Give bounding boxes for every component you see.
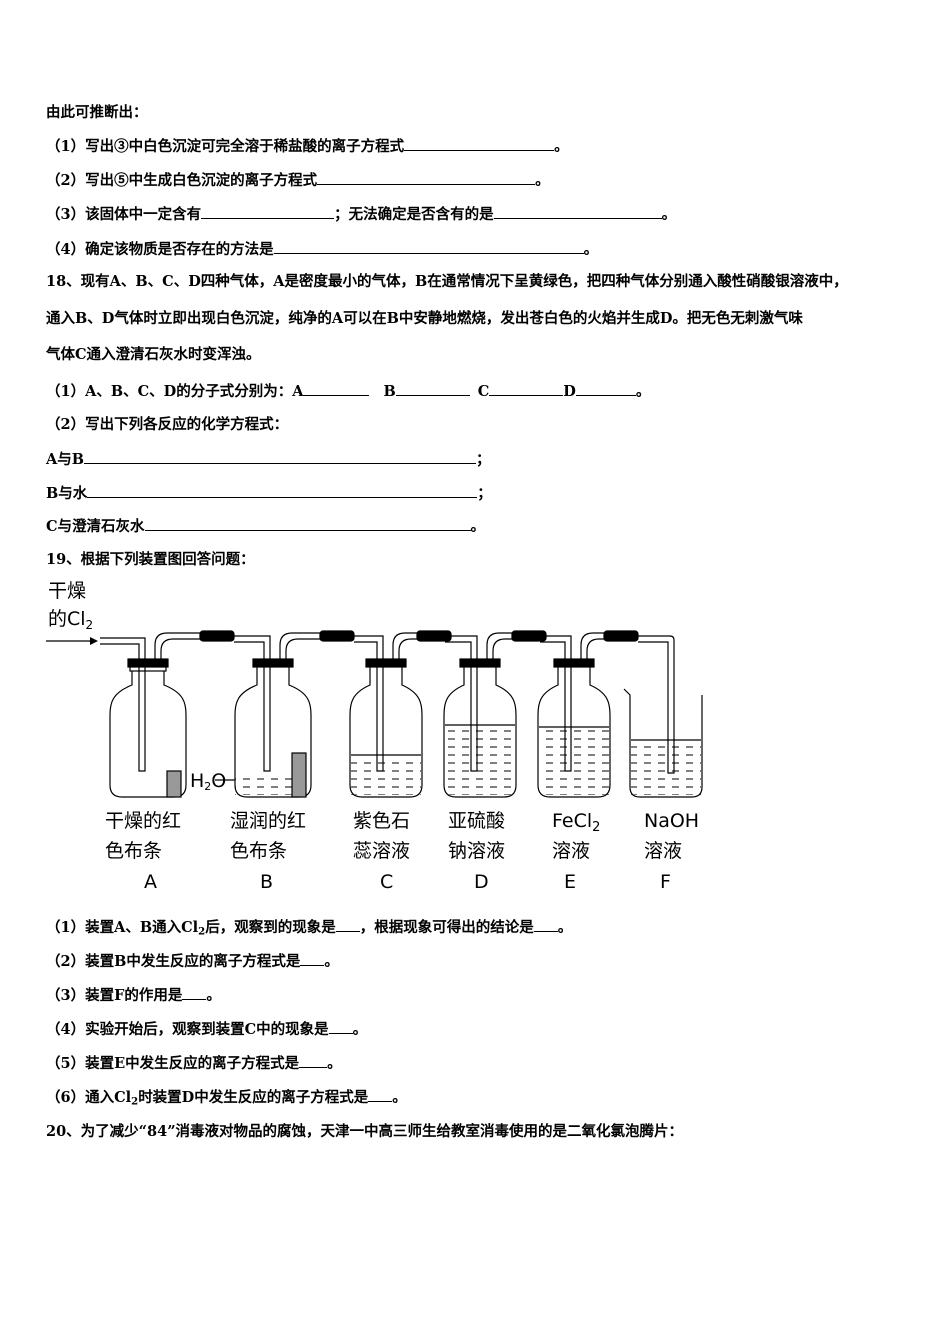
answer-blank-c[interactable] — [489, 381, 564, 396]
intro-text: 由此可推断出： — [46, 104, 148, 121]
h2o-label: H2O — [190, 770, 226, 793]
q18-line2: 通入B、D气体时立即出现白色沉淀，纯净的A可以在B中安静地燃烧，发出苍白色的火焰… — [46, 310, 803, 327]
answer-blank[interactable] — [317, 170, 536, 185]
q18-line3: 气体C通入澄清石灰水时变浑浊。 — [46, 346, 261, 363]
answer-blank-d[interactable] — [575, 381, 636, 396]
answer-blank[interactable] — [404, 136, 555, 151]
q17-2: （2）写出⑤中生成白色沉淀的离子方程式。 — [46, 170, 550, 189]
q19-title: 19、根据下列装置图回答问题： — [46, 551, 255, 568]
beaker-f — [623, 635, 703, 798]
caption-b-2: 色布条 — [230, 840, 287, 862]
answer-blank[interactable] — [201, 204, 335, 219]
answer-blank[interactable] — [273, 239, 584, 254]
q19-6: （6）通入Cl2时装置D中发生反应的离子方程式是。 — [46, 1087, 407, 1108]
answer-blank[interactable] — [182, 985, 207, 1000]
q19-1: （1）装置A、B通入Cl2后，观察到的现象是，根据现象可得出的结论是。 — [46, 917, 573, 938]
captions: 干燥的红 色布条 A 湿润的红 色布条 B 紫色石 蕊溶液 C 亚硫酸 钠溶液 … — [105, 810, 699, 893]
answer-blank[interactable] — [533, 917, 558, 932]
answer-blank-a[interactable] — [303, 381, 370, 396]
caption-e-id: E — [564, 871, 576, 893]
answer-blank[interactable] — [84, 449, 477, 464]
answer-blank[interactable] — [493, 204, 662, 219]
inlet-label-2: 的Cl2 — [48, 608, 93, 632]
caption-a-2: 色布条 — [105, 840, 162, 862]
answer-blank-b[interactable] — [395, 381, 470, 396]
caption-c-id: C — [380, 871, 393, 893]
q18-line1: 18、现有A、B、C、D四种气体，A是密度最小的气体，B在通常情况下呈黄绿色，把… — [46, 273, 848, 290]
apparatus-figure: 干燥 的Cl2 — [46, 580, 703, 893]
answer-blank[interactable] — [368, 1087, 393, 1102]
answer-blank[interactable] — [300, 951, 325, 966]
q20-line: 20、为了减少“84”消毒液对物品的腐蚀，天津一中高三师生给教室消毒使用的是二氧… — [46, 1123, 684, 1140]
caption-c-1: 紫色石 — [353, 810, 410, 832]
q18-r1: A与B； — [46, 449, 491, 468]
caption-d-2: 钠溶液 — [448, 840, 505, 862]
answer-blank[interactable] — [87, 483, 478, 498]
bottle-d — [443, 632, 530, 798]
caption-f-id: F — [660, 871, 671, 893]
q19-5: （5）装置E中发生反应的离子方程式是。 — [46, 1053, 342, 1072]
caption-a-id: A — [144, 871, 157, 893]
caption-b-id: B — [260, 871, 273, 893]
q18-r3: C与澄清石灰水。 — [46, 516, 486, 535]
q17-3: （3）该固体中一定含有；无法确定是否含有的是。 — [46, 204, 677, 223]
caption-d-1: 亚硫酸 — [448, 810, 505, 832]
q19-4: （4）实验开始后，观察到装置C中的现象是。 — [46, 1019, 368, 1038]
bottle-e — [537, 632, 625, 798]
caption-f-1: NaOH — [644, 810, 699, 832]
caption-b-1: 湿润的红 — [230, 810, 306, 832]
answer-blank[interactable] — [328, 1019, 353, 1034]
q18-r2: B与水； — [46, 483, 492, 502]
caption-e-1: FeCl2 — [552, 810, 600, 835]
caption-d-id: D — [474, 871, 489, 893]
q18-sub2: （2）写出下列各反应的化学方程式： — [46, 416, 289, 433]
caption-c-2: 蕊溶液 — [353, 840, 410, 862]
bottle-a — [100, 632, 205, 798]
bottle-c — [349, 632, 435, 798]
answer-blank[interactable] — [335, 917, 360, 932]
caption-e-2: 溶液 — [552, 840, 590, 862]
q17-1: （1）写出③中白色沉淀可完全溶于稀盐酸的离子方程式。 — [46, 136, 569, 155]
inlet-label-1: 干燥 — [48, 580, 86, 602]
bottle-b — [215, 632, 330, 798]
q17-4: （4）确定该物质是否存在的方法是。 — [46, 239, 599, 258]
answer-blank[interactable] — [144, 516, 471, 531]
caption-f-2: 溶液 — [644, 840, 682, 862]
q19-3: （3）装置F的作用是。 — [46, 985, 221, 1004]
q19-2: （2）装置B中发生反应的离子方程式是。 — [46, 951, 339, 970]
caption-a-1: 干燥的红 — [105, 810, 181, 832]
answer-blank[interactable] — [299, 1053, 328, 1068]
